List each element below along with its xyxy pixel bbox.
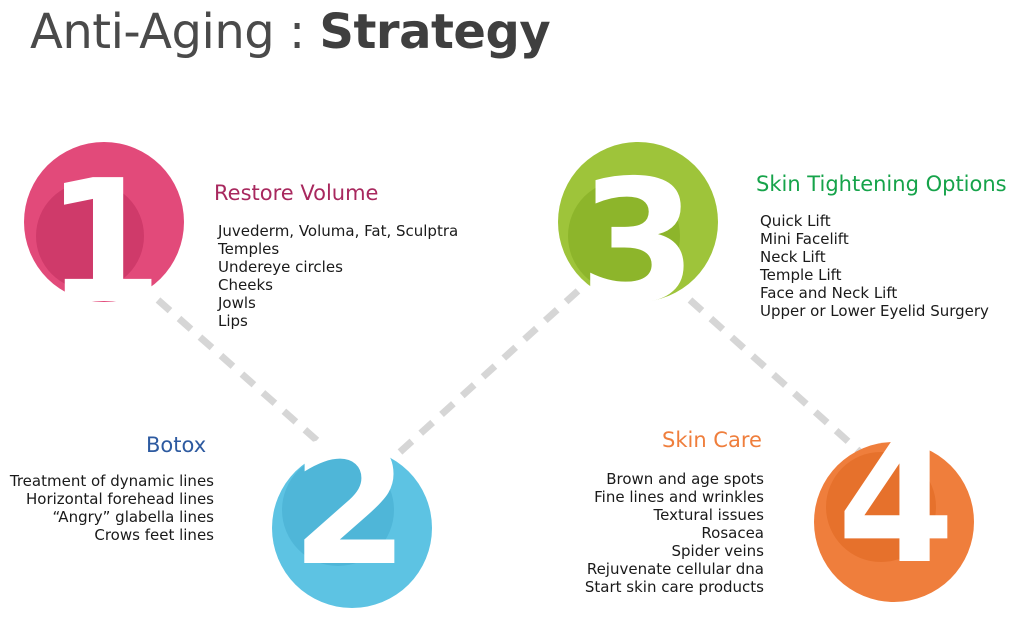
step-2-number: 2 — [290, 406, 410, 604]
list-item: Cheeks — [218, 276, 273, 294]
step-4-heading: Skin Care — [662, 428, 762, 452]
list-item: Neck Lift — [760, 248, 826, 266]
list-item: Crows feet lines — [94, 526, 214, 544]
step-2-list: Treatment of dynamic lines Horizontal fo… — [10, 472, 214, 544]
list-item: Temple Lift — [760, 266, 842, 284]
title-bold: Strategy — [319, 4, 551, 60]
list-item: Brown and age spots — [606, 470, 764, 488]
step-4-list: Brown and age spots Fine lines and wrink… — [585, 470, 764, 596]
step-1-circle — [24, 142, 184, 302]
step-1-list: Juvederm, Voluma, Fat, Sculptra Temples … — [218, 222, 458, 330]
step-1-number: 1 — [44, 144, 164, 342]
list-item: Jowls — [218, 294, 256, 312]
list-item: Quick Lift — [760, 212, 831, 230]
page-title: Anti-Aging : Strategy — [30, 4, 551, 60]
step-3-circle — [558, 142, 718, 302]
step-2-circle — [272, 448, 432, 608]
step-1-heading: Restore Volume — [214, 181, 379, 205]
list-item: Upper or Lower Eyelid Surgery — [760, 302, 989, 320]
list-item: Start skin care products — [584, 578, 764, 596]
list-item: Mini Facelift — [760, 230, 849, 248]
title-light: Anti-Aging : — [30, 4, 320, 60]
list-item: Undereye circles — [218, 258, 343, 276]
step-4-number: 4 — [836, 404, 956, 602]
connector-1-2 — [155, 297, 333, 455]
step-3-number: 3 — [578, 144, 698, 342]
list-item: Spider veins — [671, 542, 765, 560]
list-item: Fine lines and wrinkles — [594, 488, 764, 506]
step-3-list: Quick Lift Mini Facelift Neck Lift Templ… — [760, 212, 989, 320]
list-item: “Angry” glabella lines — [52, 508, 214, 526]
list-item: Face and Neck Lift — [760, 284, 898, 302]
list-item: Temples — [218, 240, 280, 258]
list-item: Juvederm, Voluma, Fat, Sculptra — [218, 222, 459, 240]
connector-2-3 — [397, 277, 593, 455]
step-2-heading: Botox — [146, 433, 207, 457]
connector-3-4 — [687, 297, 863, 455]
list-item: Lips — [218, 312, 248, 330]
list-item: Rejuvenate cellular dna — [586, 560, 764, 578]
list-item: Rosacea — [701, 524, 764, 542]
step-4-circle — [814, 442, 974, 602]
list-item: Textural issues — [653, 506, 765, 524]
list-item: Treatment of dynamic lines — [9, 472, 214, 490]
step-3-heading: Skin Tightening Options — [756, 172, 1007, 196]
list-item: Horizontal forehead lines — [26, 490, 214, 508]
